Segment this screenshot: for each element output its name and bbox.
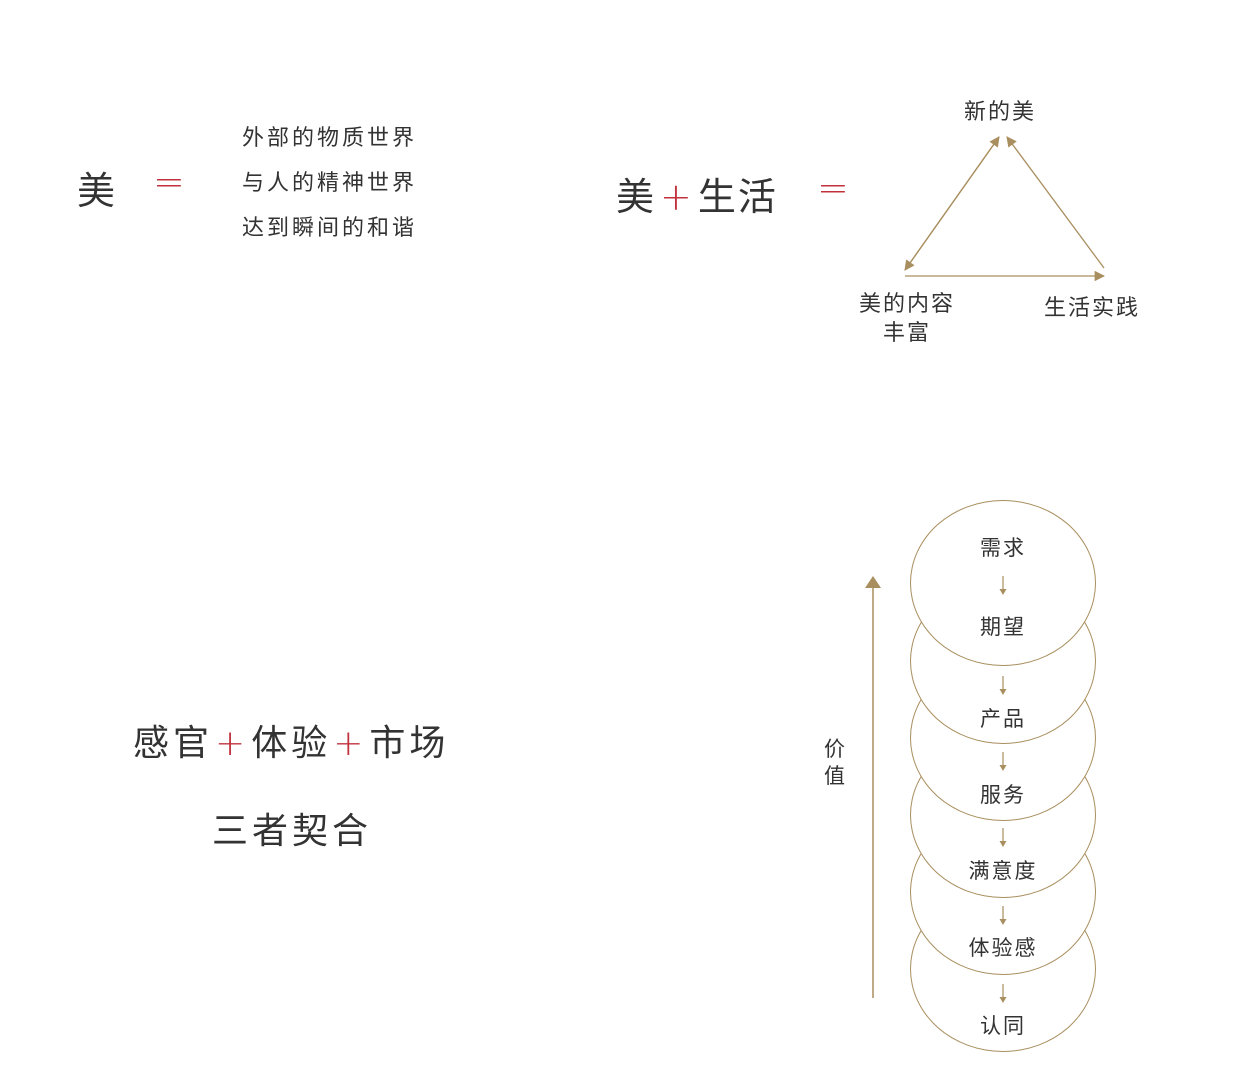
market-term: 市场 <box>369 723 450 764</box>
beauty-term-2: 美 <box>616 175 657 219</box>
step-label-service: 服务 <box>980 783 1026 807</box>
step-label-recognition: 认同 <box>980 1014 1026 1038</box>
life-term: 生活 <box>697 175 778 219</box>
definition-line: 达到瞬间的和谐 <box>242 216 418 241</box>
value-axis-arrowhead <box>865 576 881 588</box>
combination-subtitle: 三者契合 <box>212 811 373 852</box>
down-arrow-icon <box>999 576 1007 595</box>
step-label-expectation: 期望 <box>980 615 1026 639</box>
down-arrow-icon <box>999 752 1007 771</box>
step-label-experience: 体验感 <box>968 936 1038 960</box>
definition-line: 外部的物质世界 <box>242 126 418 151</box>
triangle-top-label: 新的美 <box>964 100 1037 125</box>
triangle-bottom-left-line1: 美的内容 <box>859 292 956 317</box>
plus-sign-b: + <box>333 723 368 764</box>
beauty-life-expression: 美+生活 <box>616 166 778 221</box>
value-axis-label-line2: 值 <box>824 764 845 788</box>
definition-line: 与人的精神世界 <box>242 171 418 196</box>
value-axis-label: 价 值 <box>824 736 845 790</box>
step-label-satisfaction: 满意度 <box>968 859 1038 883</box>
down-arrow-icon <box>999 984 1007 1003</box>
plus-sign: + <box>660 175 694 219</box>
beauty-term: 美 <box>77 169 118 213</box>
experience-term: 体验 <box>251 723 332 764</box>
definition-lines: 外部的物质世界 与人的精神世界 达到瞬间的和谐 <box>242 116 417 251</box>
down-arrow-icon <box>999 676 1007 695</box>
triangle-bottom-left-line2: 丰富 <box>883 321 932 346</box>
down-arrow-icon <box>999 828 1007 847</box>
senses-term: 感官 <box>133 723 214 764</box>
equals-sign-2: = <box>817 166 849 210</box>
plus-sign-a: + <box>215 723 250 764</box>
triangle-bottom-right-label: 生活实践 <box>1044 296 1141 321</box>
value-axis-label-line1: 价 <box>824 737 845 761</box>
combination-expression: 感官+体验+市场 <box>133 714 449 766</box>
equals-sign-1: = <box>153 160 185 204</box>
step-label-product: 产品 <box>980 707 1026 731</box>
triangle-edge-right <box>1006 136 1105 269</box>
step-label-demand: 需求 <box>980 536 1026 560</box>
triangle-bottom-left-label: 美的内容 丰富 <box>859 290 955 348</box>
triangle-edge-left-down <box>904 136 1000 271</box>
down-arrow-icon <box>999 906 1007 925</box>
